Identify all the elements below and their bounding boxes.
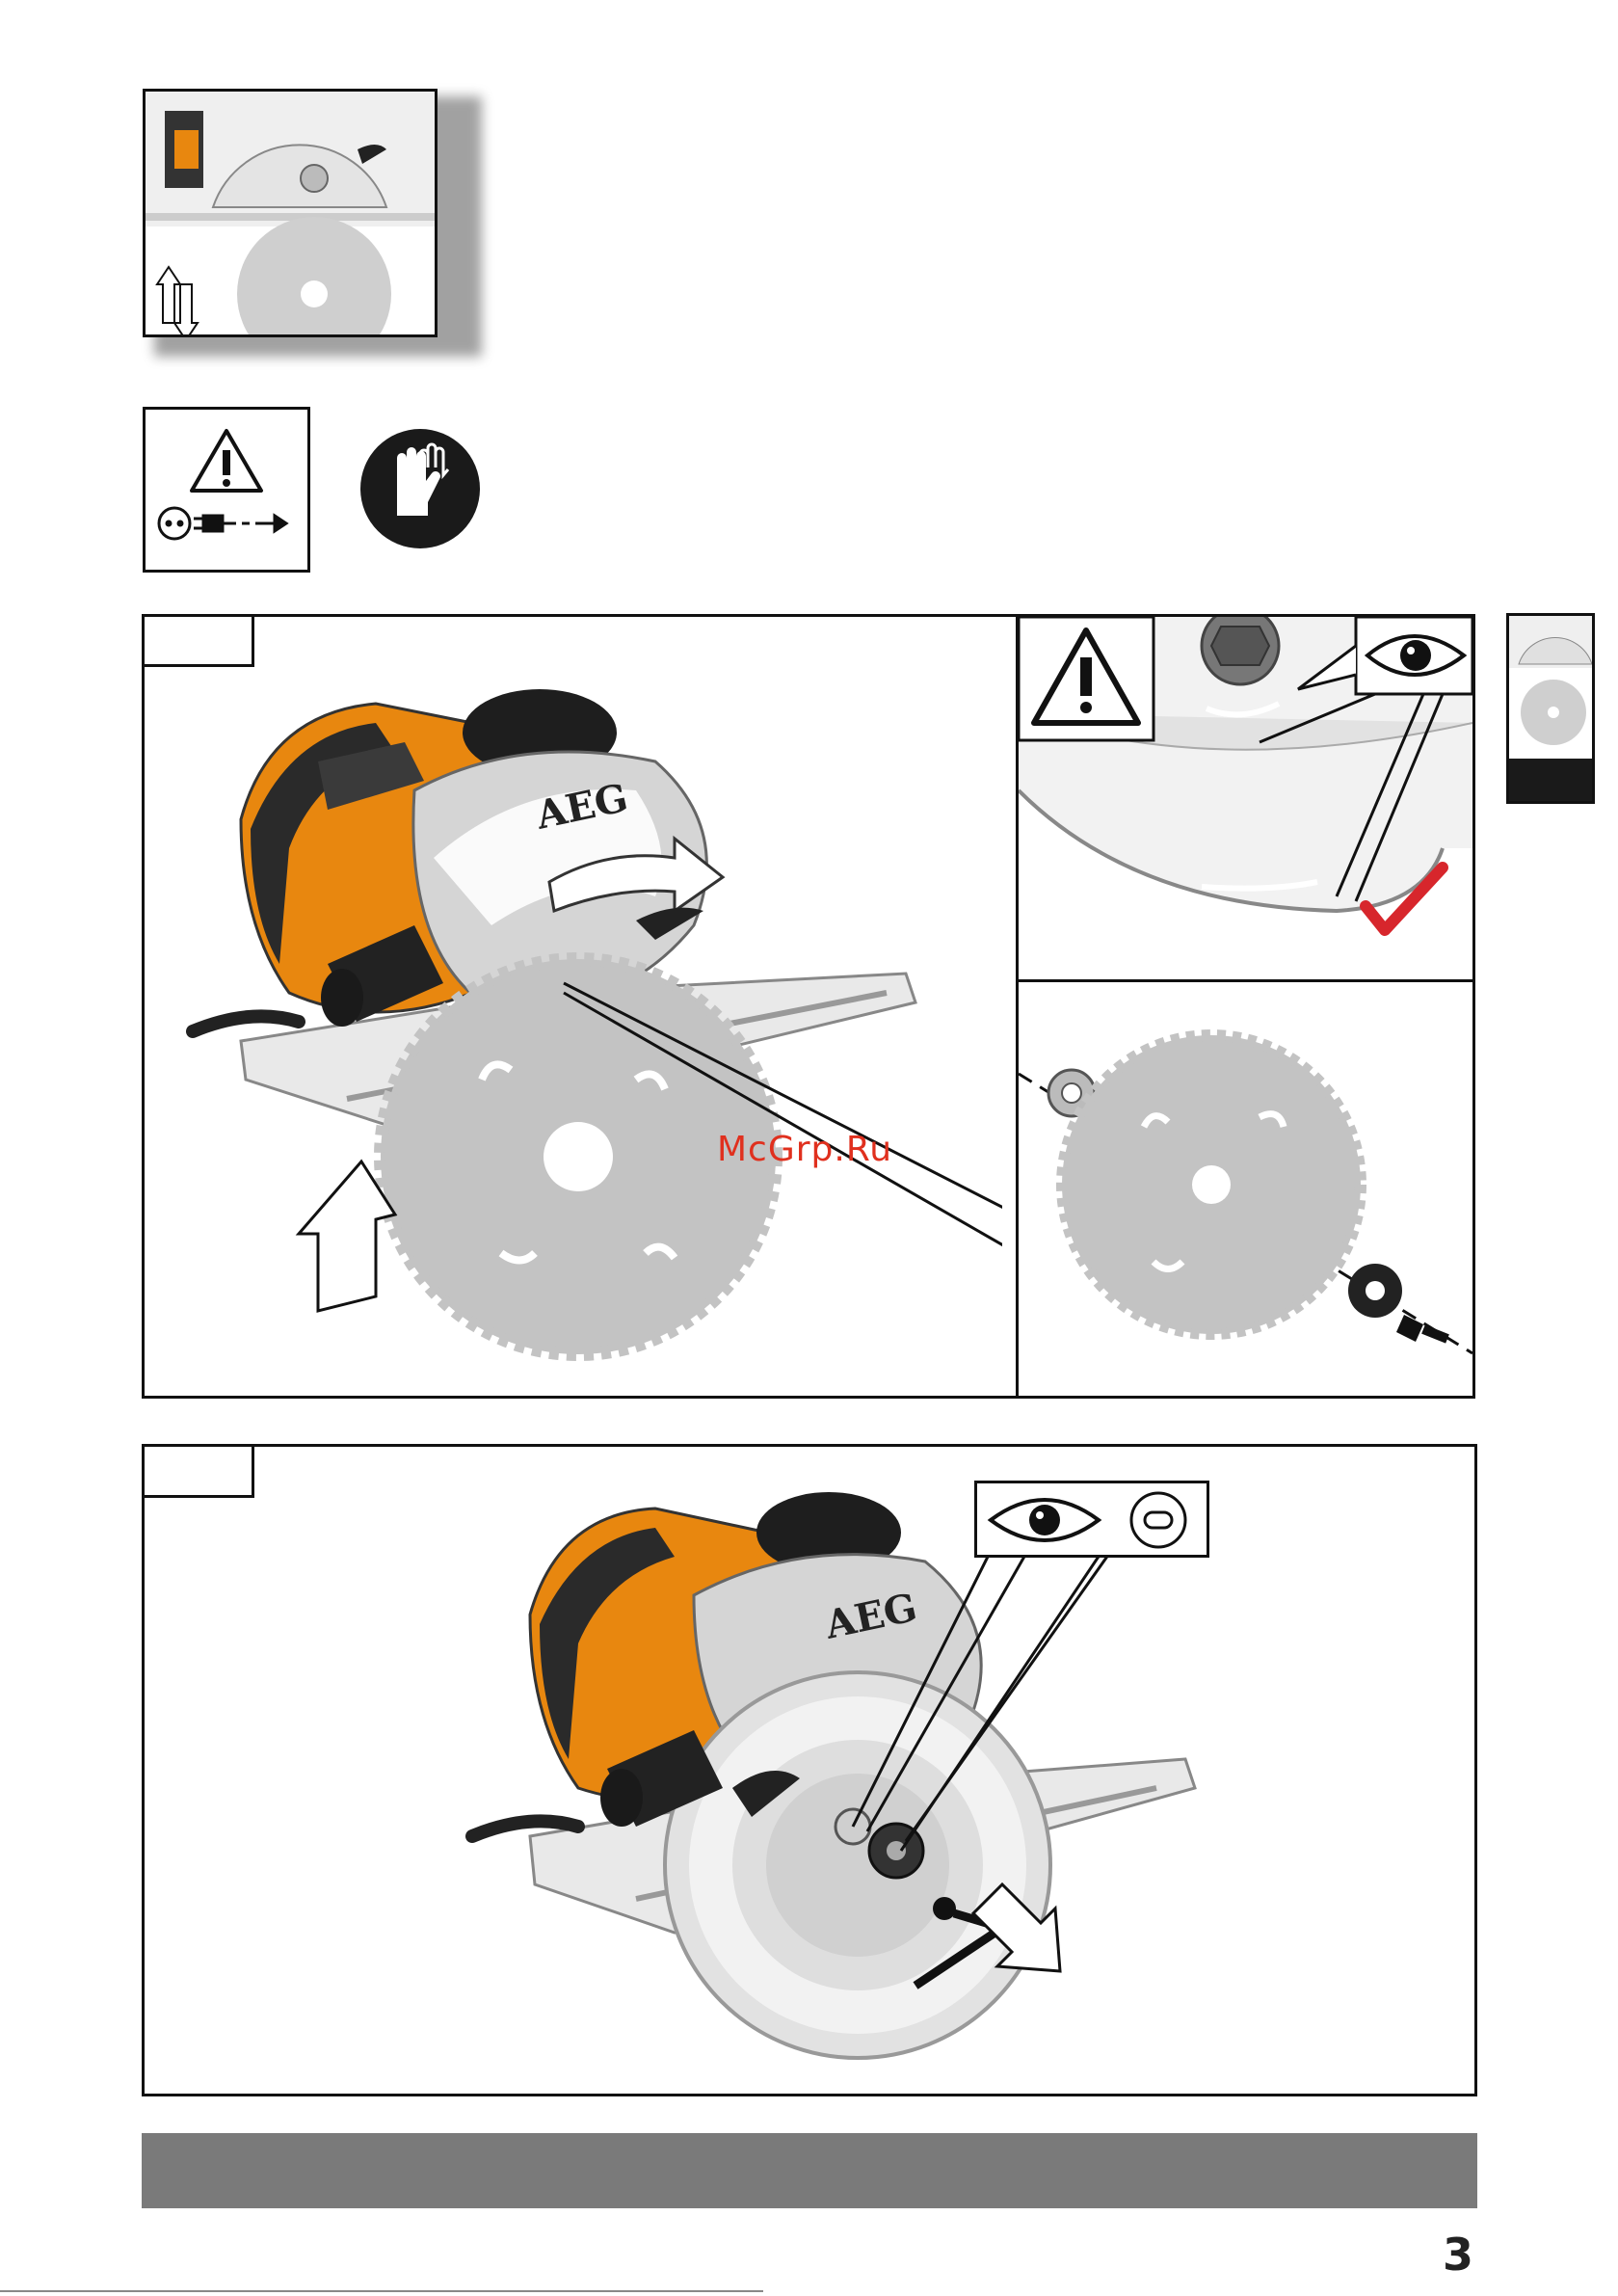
saw-blade-icon: [146, 92, 435, 334]
saw-illustration-2: AEG: [463, 1470, 1233, 2068]
unplug-warning-panel: [143, 407, 310, 573]
bottom-rule: [0, 2290, 763, 2292]
eye-icon: [991, 1500, 1099, 1540]
blade-assembly-detail: [1019, 982, 1472, 1396]
inspection-callout: [974, 1481, 1209, 1558]
gloves-icon: [358, 427, 482, 550]
up-down-arrows-icon: [157, 267, 198, 334]
section-tab: [1506, 613, 1595, 804]
page-number: 3: [1443, 2229, 1473, 2281]
unplug-icon: [159, 508, 286, 539]
thumbnail-panel: [143, 89, 438, 337]
watermark: McGrp.Ru: [717, 1130, 892, 1169]
saw-illustration-1: AEG: [154, 675, 1002, 1378]
figure-2-label-box: [142, 1444, 254, 1498]
rotation-check-detail: [1019, 617, 1472, 979]
flange-icon: [1131, 1493, 1185, 1547]
footer-band: [142, 2133, 1477, 2208]
figure-1-label-box: [142, 614, 254, 667]
warning-triangle-icon: [192, 431, 261, 491]
